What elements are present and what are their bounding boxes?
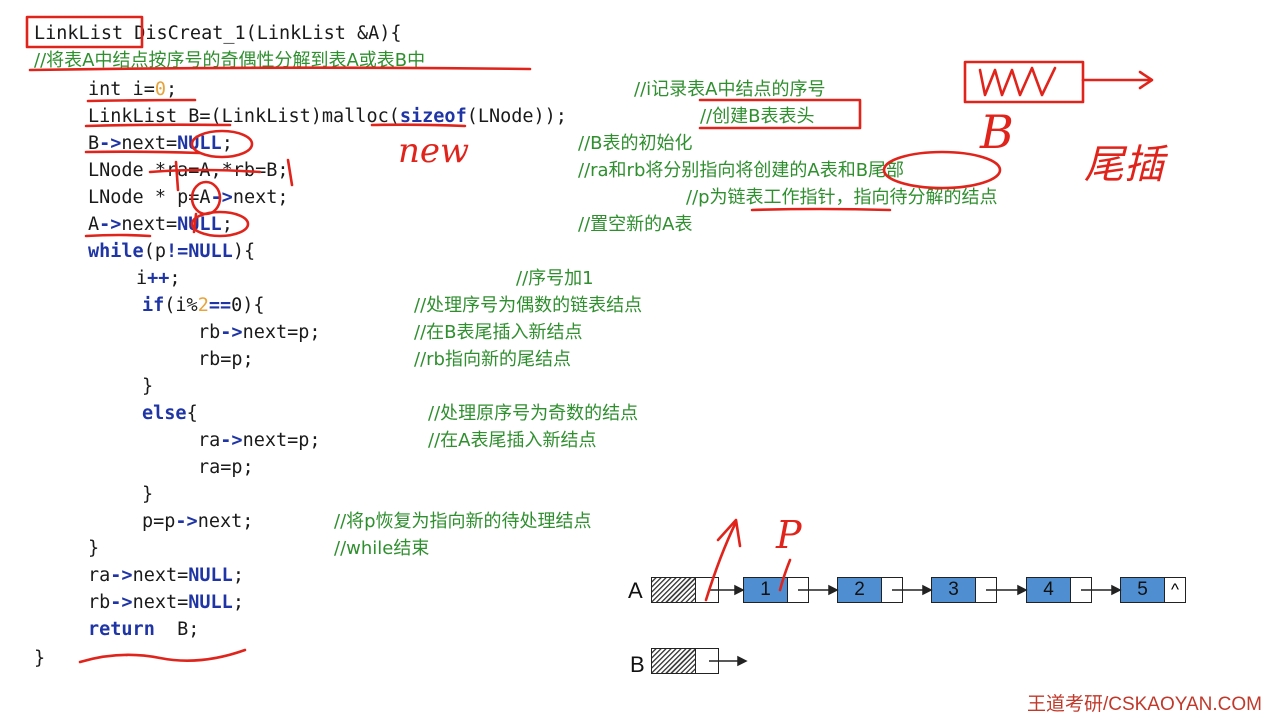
comment-empty-a: //置空新的A表 xyxy=(578,214,693,235)
null-mark: ^ xyxy=(1165,578,1185,602)
node-ptr xyxy=(788,578,808,602)
node-value: 1 xyxy=(744,578,788,602)
comment-a-tail-insert: //在A表尾插入新结点 xyxy=(428,430,597,451)
code-line-rb-next-p: rb->next=p; xyxy=(198,322,321,343)
list-a-label: A xyxy=(628,578,643,603)
comment-i: //i记录表A中结点的序号 xyxy=(634,79,826,100)
list-b-label: B xyxy=(630,652,645,677)
node-value: 5 xyxy=(1121,578,1165,602)
code-line-while-close: } xyxy=(88,538,100,559)
code-line-else-close: } xyxy=(142,484,154,505)
comment-b-tail-insert: //在B表尾插入新结点 xyxy=(414,322,583,343)
node-ptr xyxy=(976,578,996,602)
code-line-int-i: int i=0; xyxy=(88,79,178,100)
comment-i-inc: //序号加1 xyxy=(516,268,594,289)
comment-ra-rb: //ra和rb将分别指向将创建的A表和B尾部 xyxy=(578,160,905,181)
comment-create-b: //创建B表表头 xyxy=(700,106,815,127)
code-line-if: if(i%2==0){ xyxy=(142,295,265,316)
code-line-a-next-null: A->next=NULL; xyxy=(88,214,233,235)
code-line-if-close: } xyxy=(142,376,154,397)
comment-p: //p为链表工作指针，指向待分解的结点 xyxy=(686,187,998,208)
list-node-1: 1 xyxy=(743,577,809,603)
node-value: 2 xyxy=(838,578,882,602)
code-line-func-close: } xyxy=(34,648,46,669)
code-line-else: else{ xyxy=(142,403,198,424)
brand-watermark: 王道考研/CSKAOYAN.COM xyxy=(1026,694,1262,715)
head-hatch xyxy=(652,649,696,673)
comment-even: //处理序号为偶数的链表结点 xyxy=(414,295,643,316)
comment-p-restore: //将p恢复为指向新的待处理结点 xyxy=(334,511,592,532)
node-ptr xyxy=(1071,578,1091,602)
node-value: 4 xyxy=(1027,578,1071,602)
code-line-p: LNode * p=A->next; xyxy=(88,187,289,208)
code-line-p-advance: p=p->next; xyxy=(142,511,254,532)
code-line-malloc-b: LinkList B=(LinkList)malloc(sizeof(LNode… xyxy=(88,106,567,127)
comment-b-init: //B表的初始化 xyxy=(578,133,693,154)
code-line-while: while(p!=NULL){ xyxy=(88,241,256,262)
code-line-ra-next-p: ra->next=p; xyxy=(198,430,321,451)
list-b-head-node xyxy=(651,648,719,674)
comment-function-purpose: //将表A中结点按序号的奇偶性分解到表A或表B中 xyxy=(34,50,426,71)
list-node-3: 3 xyxy=(931,577,997,603)
code-line-ra-rb: LNode *ra=A,*rb=B; xyxy=(88,160,289,181)
head-ptr xyxy=(696,649,718,673)
list-a-head-node xyxy=(651,577,719,603)
code-line-ra-p: ra=p; xyxy=(198,457,254,478)
comment-rb-new-tail: //rb指向新的尾结点 xyxy=(414,349,571,370)
code-line-b-next-null: B->next=NULL; xyxy=(88,133,233,154)
comment-while-end: //while结束 xyxy=(334,538,430,559)
head-ptr xyxy=(696,578,718,602)
code-line-rb-next-null: rb->next=NULL; xyxy=(88,592,244,613)
code-line-rb-p: rb=p; xyxy=(198,349,254,370)
list-node-2: 2 xyxy=(837,577,903,603)
comment-odd: //处理原序号为奇数的结点 xyxy=(428,403,639,424)
code-line-i-inc: i++; xyxy=(136,268,181,289)
node-value: 3 xyxy=(932,578,976,602)
list-node-4: 4 xyxy=(1026,577,1092,603)
node-ptr xyxy=(882,578,902,602)
code-line-signature: LinkList DisCreat_1(LinkList &A){ xyxy=(34,23,402,44)
head-hatch xyxy=(652,578,696,602)
list-node-5: 5^ xyxy=(1120,577,1186,603)
code-line-ra-next-null: ra->next=NULL; xyxy=(88,565,244,586)
code-line-return: return B; xyxy=(88,619,200,640)
